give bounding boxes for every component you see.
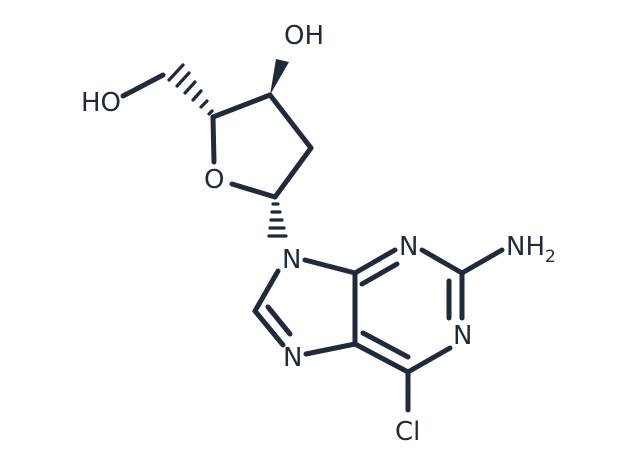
bond-c8-n7 bbox=[252, 308, 286, 348]
atom-labels: OH HO O N N NH2 N N Cl bbox=[81, 21, 556, 447]
bond-c2-nh2 bbox=[459, 247, 505, 276]
bond-c2-c1 bbox=[272, 145, 314, 200]
label-nh2-main: NH bbox=[506, 232, 545, 262]
sugar-ring bbox=[210, 92, 314, 200]
bond-n7-c5 bbox=[303, 341, 358, 357]
label-n9: N bbox=[282, 245, 301, 275]
label-cl: Cl bbox=[395, 417, 420, 447]
label-n7: N bbox=[283, 343, 302, 373]
bond-c4-n3 bbox=[352, 247, 398, 276]
bond-c4-n3-double bbox=[359, 261, 400, 287]
bond-n9-c8 bbox=[252, 268, 281, 314]
label-nh2: NH2 bbox=[506, 232, 556, 267]
bond-c5-ho bbox=[120, 72, 166, 99]
bond-c4-c3 bbox=[210, 92, 273, 120]
label-ring-o: O bbox=[204, 165, 224, 195]
label-ho-left: HO bbox=[81, 88, 121, 118]
label-nh2-subscript: 2 bbox=[545, 247, 556, 267]
bond-n9-c4 bbox=[302, 257, 358, 276]
bond-n1-c6 bbox=[405, 345, 453, 375]
hashed-wedge-c4-c5 bbox=[167, 63, 214, 116]
bond-c5-c6-double bbox=[360, 330, 411, 360]
bond-c8-n7-double bbox=[265, 304, 293, 337]
bond-o-c4 bbox=[210, 114, 217, 165]
hashed-wedge-c1-n9 bbox=[267, 202, 288, 238]
bond-c1-o bbox=[229, 181, 278, 200]
solid-wedge-c3-oh bbox=[270, 59, 289, 95]
purine-ring bbox=[252, 247, 505, 413]
label-oh-top: OH bbox=[284, 21, 324, 51]
bond-n3-c2 bbox=[419, 247, 465, 276]
label-n3: N bbox=[399, 232, 418, 262]
bond-c5-c6 bbox=[352, 341, 411, 375]
bond-c3-c2 bbox=[267, 92, 314, 151]
label-n1: N bbox=[453, 321, 472, 351]
